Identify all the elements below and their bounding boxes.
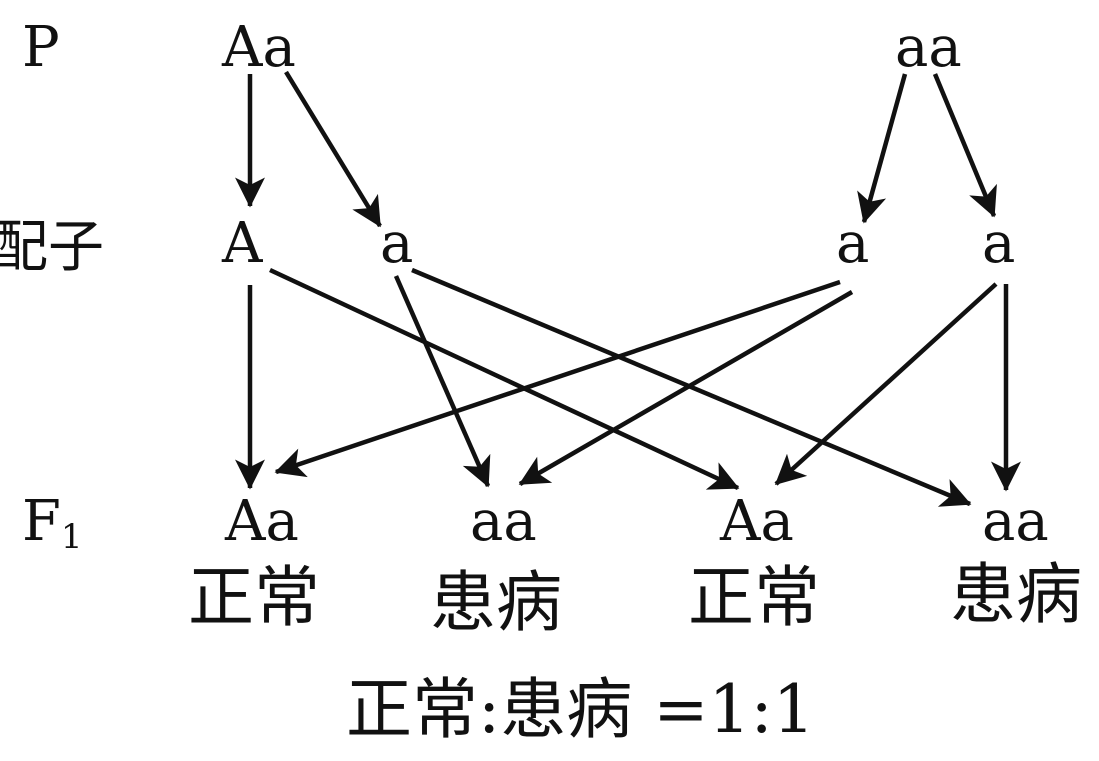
offspring-3-genotype: Aa — [719, 489, 794, 554]
f1-row-label: F1 — [22, 489, 83, 557]
gamete-a-left: a — [380, 211, 413, 276]
arrow-a-right2-to-offspring-3 — [774, 282, 998, 486]
arrow-Aa-to-a — [284, 70, 382, 228]
offspring-4-genotype: aa — [982, 489, 1049, 554]
phenotype-ratio: 正常:患病 =1:1 — [346, 671, 815, 748]
parent-left-genotype: Aa — [221, 15, 296, 80]
arrow-a-right1-to-offspring-1 — [274, 279, 841, 478]
offspring-2-genotype: aa — [470, 489, 537, 554]
f1-letter: F — [22, 489, 61, 554]
arrow-aa-to-a-right — [932, 73, 997, 218]
arrow-A-to-offspring-3 — [269, 267, 740, 491]
arrow-a-left-to-offspring-2 — [393, 275, 491, 488]
f1-subscript: 1 — [61, 517, 83, 557]
parent-row-label: P — [22, 15, 60, 80]
gamete-a-right-2: a — [982, 211, 1015, 276]
gamete-A: A — [221, 211, 263, 276]
gamete-row-label: 配子 — [0, 215, 104, 280]
offspring-4-phenotype: 患病 — [950, 556, 1082, 633]
arrow-a-right1-to-offspring-2 — [518, 290, 854, 486]
offspring-2-phenotype: 患病 — [430, 564, 562, 641]
parent-right-genotype: aa — [895, 15, 962, 80]
offspring-1-genotype: Aa — [224, 489, 299, 554]
offspring-1-phenotype: 正常 — [188, 559, 320, 636]
arrow-aa-to-a-left — [857, 73, 908, 224]
offspring-3-phenotype: 正常 — [688, 559, 820, 636]
